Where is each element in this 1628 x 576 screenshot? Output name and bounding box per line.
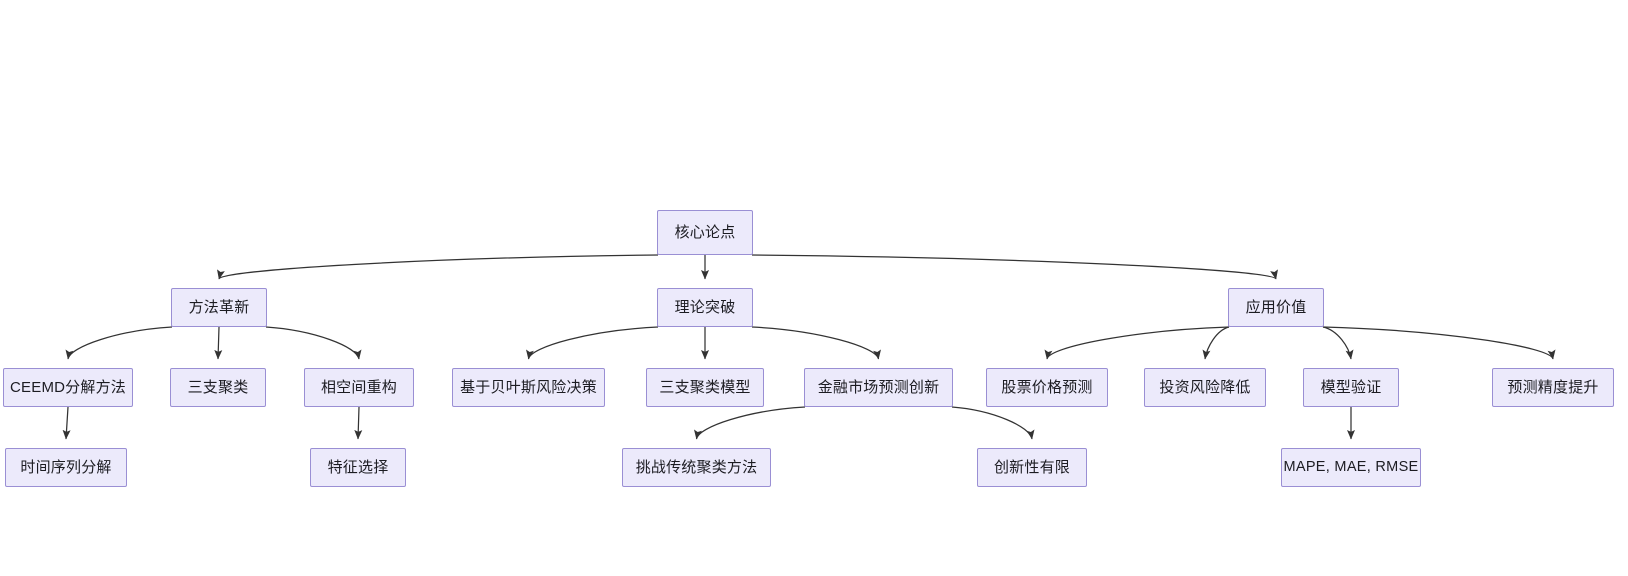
node-l1b[interactable]: 理论突破 bbox=[657, 288, 753, 327]
node-label: 应用价值 bbox=[1245, 299, 1307, 316]
edge-root-to-l1a bbox=[217, 254, 659, 280]
edge-l1b-to-l2b3 bbox=[751, 326, 881, 360]
edge-l2b3-to-l3b2 bbox=[951, 406, 1035, 440]
node-label: 相空间重构 bbox=[320, 379, 397, 396]
node-l2c3[interactable]: 模型验证 bbox=[1303, 368, 1399, 407]
node-l2a2[interactable]: 三支聚类 bbox=[170, 368, 266, 407]
node-l3b1[interactable]: 挑战传统聚类方法 bbox=[622, 448, 771, 487]
node-l2b1[interactable]: 基于贝叶斯风险决策 bbox=[452, 368, 605, 407]
edge-root-to-l1c bbox=[751, 254, 1278, 280]
node-l3c1[interactable]: MAPE, MAE, RMSE bbox=[1281, 448, 1421, 487]
edge-l2a1-to-l3a1 bbox=[62, 406, 71, 440]
node-l2c4[interactable]: 预测精度提升 bbox=[1492, 368, 1614, 407]
node-label: CEEMD分解方法 bbox=[10, 379, 126, 396]
edge-l1c-to-l2c1 bbox=[1044, 326, 1230, 360]
node-label: 基于贝叶斯风险决策 bbox=[460, 379, 597, 396]
edge-l1a-to-l2a2 bbox=[214, 326, 223, 360]
node-label: 核心论点 bbox=[674, 224, 736, 241]
node-label: 时间序列分解 bbox=[20, 459, 112, 476]
edge-l1a-to-l2a3 bbox=[265, 326, 362, 360]
node-l2c1[interactable]: 股票价格预测 bbox=[986, 368, 1108, 407]
edge-l1c-to-l2c2 bbox=[1202, 326, 1230, 360]
node-l2b2[interactable]: 三支聚类模型 bbox=[646, 368, 764, 407]
node-label: 三支聚类模型 bbox=[659, 379, 751, 396]
edge-l1b-to-l2b1 bbox=[526, 326, 659, 360]
edge-l2b3-to-l3b1 bbox=[694, 406, 806, 440]
node-label: 挑战传统聚类方法 bbox=[635, 459, 758, 476]
node-l3a2[interactable]: 特征选择 bbox=[310, 448, 406, 487]
node-l1a[interactable]: 方法革新 bbox=[171, 288, 267, 327]
node-l3a1[interactable]: 时间序列分解 bbox=[5, 448, 127, 487]
node-l2a1[interactable]: CEEMD分解方法 bbox=[3, 368, 133, 407]
edge-l2a3-to-l3a2 bbox=[354, 406, 363, 440]
node-label: 金融市场预测创新 bbox=[817, 379, 940, 396]
node-label: 创新性有限 bbox=[993, 459, 1070, 476]
node-l2b3[interactable]: 金融市场预测创新 bbox=[804, 368, 953, 407]
node-l2a3[interactable]: 相空间重构 bbox=[304, 368, 414, 407]
node-label: 预测精度提升 bbox=[1507, 379, 1599, 396]
node-label: 投资风险降低 bbox=[1159, 379, 1251, 396]
node-l2c2[interactable]: 投资风险降低 bbox=[1144, 368, 1266, 407]
edge-group bbox=[62, 254, 1556, 440]
edge-l1c-to-l2c4 bbox=[1322, 326, 1556, 360]
node-label: 三支聚类 bbox=[187, 379, 249, 396]
edge-l1a-to-l2a1 bbox=[65, 326, 173, 360]
node-label: 特征选择 bbox=[327, 459, 389, 476]
edge-l1c-to-l2c3 bbox=[1322, 326, 1354, 360]
node-label: 股票价格预测 bbox=[1001, 379, 1093, 396]
node-label: MAPE, MAE, RMSE bbox=[1283, 459, 1419, 476]
node-label: 模型验证 bbox=[1320, 379, 1382, 396]
node-l1c[interactable]: 应用价值 bbox=[1228, 288, 1324, 327]
node-l3b2[interactable]: 创新性有限 bbox=[977, 448, 1087, 487]
node-root[interactable]: 核心论点 bbox=[657, 210, 753, 255]
node-label: 方法革新 bbox=[188, 299, 250, 316]
node-label: 理论突破 bbox=[674, 299, 736, 316]
